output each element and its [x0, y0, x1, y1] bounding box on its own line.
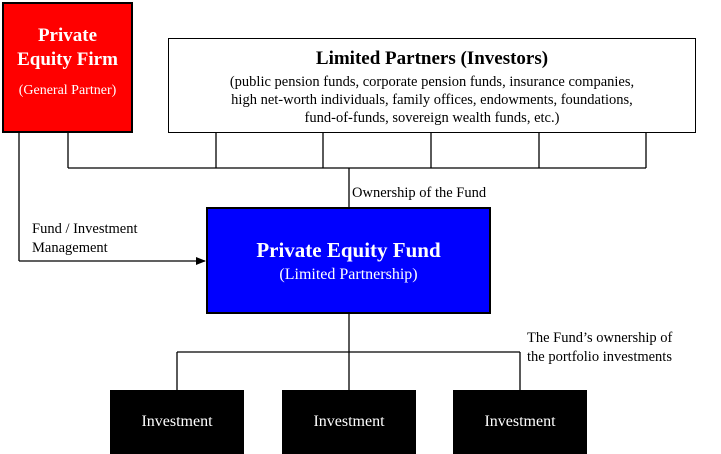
portfolio-ownership-label-line2: the portfolio investments	[527, 349, 672, 365]
firm-subtitle: (General Partner)	[18, 82, 117, 98]
investment-label-1: Investment	[141, 413, 213, 430]
investment-box-2: Investment	[282, 390, 416, 454]
firm-title-line2: Equity Firm	[17, 48, 118, 70]
management-label-line1: Fund / Investment	[32, 221, 138, 237]
investment-box-1: Investment	[110, 390, 244, 454]
private-equity-fund-box: Private Equity Fund (Limited Partnership…	[206, 207, 491, 314]
investment-box-3: Investment	[453, 390, 587, 454]
limited-partners-detail-3: fund-of-funds, sovereign wealth funds, e…	[304, 109, 560, 126]
private-equity-firm-box: Private Equity Firm (General Partner)	[2, 2, 133, 133]
fund-subtitle: (Limited Partnership)	[279, 265, 418, 283]
investment-label-3: Investment	[484, 413, 556, 430]
firm-title-line1: Private	[37, 24, 98, 46]
limited-partners-detail-2: high net-worth individuals, family offic…	[231, 91, 633, 108]
limited-partners-title: Limited Partners (Investors)	[315, 47, 549, 69]
ownership-of-fund-label: Ownership of the Fund	[352, 185, 487, 201]
investment-label-2: Investment	[313, 413, 385, 430]
management-label-line2: Management	[32, 240, 108, 256]
limited-partners-detail-1: (public pension funds, corporate pension…	[229, 73, 635, 90]
limited-partners-box: Limited Partners (Investors) (public pen…	[168, 38, 696, 133]
fund-title: Private Equity Fund	[256, 237, 441, 262]
portfolio-ownership-label-line1: The Fund’s ownership of	[527, 330, 673, 346]
